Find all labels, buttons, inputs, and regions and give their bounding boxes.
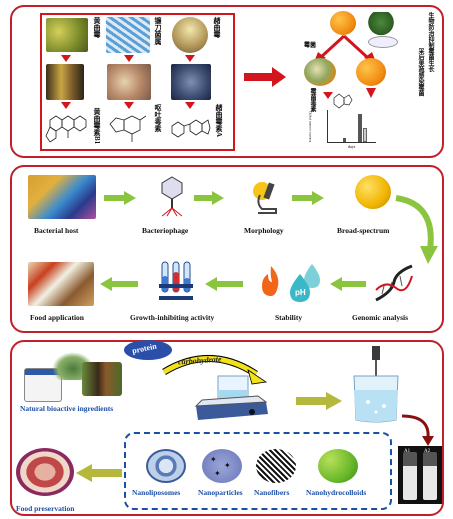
orange-moldy-image bbox=[304, 58, 336, 86]
down-arrow-icon bbox=[185, 102, 195, 109]
ph-drops-icon bbox=[290, 264, 320, 302]
nanoparticles-label: Nanoparticles bbox=[198, 488, 243, 497]
nanohydrocolloid-icon bbox=[318, 449, 358, 483]
step-stability: Stability bbox=[275, 313, 303, 322]
patulin-chart bbox=[327, 110, 376, 143]
curved-arrow-icon bbox=[162, 355, 268, 385]
dna-icon bbox=[375, 264, 413, 302]
vial-1 bbox=[403, 452, 417, 500]
petri-dish-image bbox=[368, 36, 398, 48]
nano-carriers-box bbox=[124, 432, 392, 510]
orange-protected-image bbox=[356, 58, 386, 86]
down-arrow-icon bbox=[124, 55, 134, 62]
bacteriophage-icon bbox=[161, 176, 183, 217]
step-morphology: Morphology bbox=[244, 226, 284, 235]
right-text-2: 采后果蔬感染霉菌 bbox=[417, 48, 423, 96]
toxin-name-2: 呕吐毒素 bbox=[154, 104, 162, 132]
vial-a2-label: A2 bbox=[424, 449, 431, 454]
down-arrow-icon bbox=[61, 102, 71, 109]
left-arrow-icon bbox=[330, 277, 366, 291]
curved-arrow-icon bbox=[401, 414, 434, 446]
food-application-image bbox=[28, 262, 94, 306]
fungus-image-3 bbox=[172, 17, 208, 53]
nanoparticle-icon: ✦ ✦ ✦ bbox=[202, 449, 242, 483]
microscope-icon bbox=[253, 182, 277, 214]
grain-image bbox=[107, 64, 151, 100]
bacterial-host-image bbox=[28, 175, 96, 219]
step-growth-inhibiting: Growth-inhibiting activity bbox=[130, 313, 215, 322]
magnetic-stirrer-icon bbox=[194, 375, 268, 420]
left-arrow-icon bbox=[76, 464, 122, 482]
down-arrow-icon bbox=[124, 102, 134, 109]
chart-bar bbox=[363, 128, 367, 142]
test-tubes-icon bbox=[159, 261, 193, 300]
fungi-grid-frame bbox=[40, 13, 235, 151]
nanofibers-label: Nanofibers bbox=[254, 488, 290, 497]
ph-text: pH bbox=[295, 288, 306, 297]
star-icon: ✦ bbox=[210, 455, 217, 464]
left-arrow-icon bbox=[100, 277, 138, 291]
essential-oil-bottle-image bbox=[82, 362, 122, 396]
down-arrow-icon bbox=[185, 55, 195, 62]
vial-a1-label: A1 bbox=[404, 449, 411, 454]
step-bacterial-host: Bacterial host bbox=[34, 226, 79, 235]
nanofiber-icon bbox=[256, 449, 296, 483]
down-arrow-icon bbox=[61, 55, 71, 62]
food-preservation-image bbox=[16, 448, 74, 496]
chart-bar bbox=[343, 138, 346, 142]
right-arrow-icon bbox=[296, 392, 342, 410]
right-arrow-icon bbox=[292, 191, 324, 205]
step-food-application: Food application bbox=[30, 313, 84, 322]
fungus-name-3: 赭曲霉 bbox=[213, 17, 221, 38]
fungus-image-2 bbox=[106, 17, 150, 53]
down-arrow-icon bbox=[366, 88, 376, 98]
tree-image bbox=[367, 12, 395, 38]
right-arrow-icon bbox=[194, 191, 224, 205]
curved-arrow-icon bbox=[395, 195, 438, 264]
nanoliposomes-label: Nanoliposomes bbox=[132, 488, 181, 497]
right-arrow-icon bbox=[104, 191, 136, 205]
fungus-name-1: 黄曲霉 bbox=[93, 17, 101, 38]
chart-xlabel: days bbox=[348, 144, 356, 149]
left-arrow-icon bbox=[205, 277, 243, 291]
aflatoxin-structure-icon bbox=[45, 115, 87, 143]
step-broad-spectrum: Broad-spectrum bbox=[337, 226, 390, 235]
right-arrow-icon bbox=[244, 67, 286, 87]
don-structure-icon bbox=[109, 115, 147, 142]
ochratoxin-structure-icon bbox=[171, 119, 211, 138]
right-text-1: 生物防治抑制霉菌生长 bbox=[427, 12, 433, 72]
chart-ylabel: Patulin content (ng/g) bbox=[308, 111, 312, 142]
protein-oval bbox=[124, 340, 172, 360]
mold-label: 霉菌 bbox=[304, 43, 317, 49]
mold-toxin-label: 霉菌毒素 bbox=[309, 88, 315, 112]
patulin-structure-icon bbox=[333, 93, 353, 109]
natural-ingredients-label: Natural bioactive ingredients bbox=[20, 404, 114, 413]
down-arrow-icon bbox=[323, 92, 333, 99]
star-icon: ✦ bbox=[224, 461, 231, 470]
vial-2 bbox=[423, 452, 437, 500]
corn-image bbox=[46, 64, 84, 100]
toxin-name-3: 赭曲霉素A bbox=[215, 104, 223, 138]
star-icon: ✦ bbox=[214, 469, 221, 478]
nanoliposome-icon bbox=[146, 449, 186, 483]
step-bacteriophage: Bacteriophage bbox=[142, 226, 189, 235]
chart-bar bbox=[358, 114, 362, 142]
broad-spectrum-icon bbox=[355, 175, 391, 209]
fungus-image-1 bbox=[46, 18, 88, 52]
flame-icon bbox=[262, 266, 279, 296]
food-preservation-label: Food preservation bbox=[16, 504, 75, 513]
nanohydrocolloids-label: Nanohydrocolloids bbox=[306, 488, 367, 497]
fungus-name-2: 镰刀菌属 bbox=[154, 17, 162, 45]
grape-image bbox=[171, 64, 211, 100]
orange-fresh-image bbox=[330, 11, 356, 35]
homogenizer-icon bbox=[353, 346, 399, 423]
toxin-name-1: 黄曲霉素B1 bbox=[93, 108, 101, 145]
step-genomic-analysis: Genomic analysis bbox=[352, 313, 409, 322]
